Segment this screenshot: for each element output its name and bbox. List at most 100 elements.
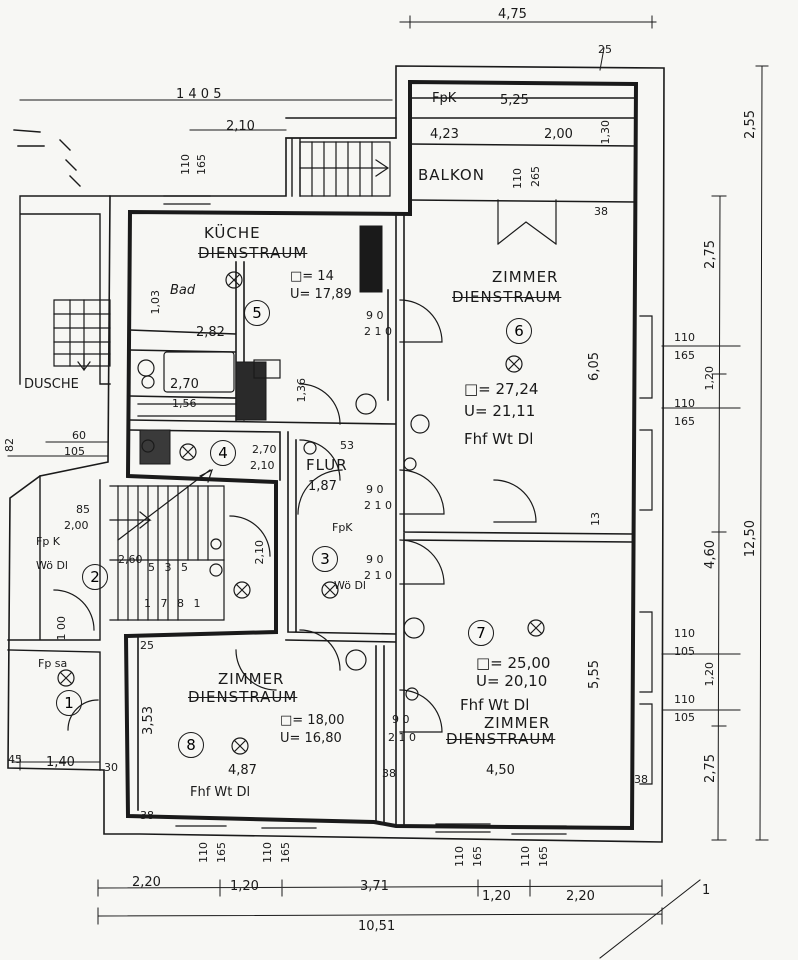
room1-label: Fp sa bbox=[38, 657, 68, 670]
room5-area: □= 14 bbox=[290, 269, 334, 284]
room6-note: Fhf Wt Dl bbox=[464, 430, 534, 448]
dim-140: 1,40 bbox=[46, 755, 75, 770]
dim-90c: 9 0 bbox=[366, 553, 384, 566]
dim-487: 4,87 bbox=[228, 763, 257, 778]
dim-1051: 10,51 bbox=[358, 919, 396, 934]
windows bbox=[163, 195, 653, 835]
room8-name: ZIMMER bbox=[218, 670, 285, 688]
dim-270: 2,70 bbox=[170, 377, 199, 392]
room-number-4: 4 bbox=[210, 440, 236, 466]
dim-165d: 165 bbox=[674, 415, 695, 428]
dim-265: 265 bbox=[529, 166, 542, 187]
interior-walls bbox=[129, 213, 633, 827]
dim-282: 2,82 bbox=[196, 325, 225, 340]
dim-110f: 110 bbox=[674, 693, 695, 706]
stairs-top bbox=[299, 141, 391, 197]
room-number-5: 5 bbox=[244, 300, 270, 326]
dim-105b: 105 bbox=[674, 645, 695, 658]
dimension-lines bbox=[7, 15, 769, 959]
dim-103: 1,03 bbox=[149, 290, 162, 315]
balcony-rail bbox=[409, 97, 637, 203]
thick-outline bbox=[123, 79, 639, 831]
room6-name: ZIMMER bbox=[492, 268, 559, 286]
dim-38a: 38 bbox=[594, 205, 608, 218]
shaft-wall bbox=[19, 195, 111, 385]
dim-605: 6,05 bbox=[587, 352, 602, 381]
dim-220b: 2,20 bbox=[566, 889, 595, 904]
dim-25b: 25 bbox=[140, 639, 154, 652]
dim-210g: 2 1 0 bbox=[388, 731, 416, 744]
dim-555: 5,55 bbox=[587, 660, 602, 689]
dim-110d: 110 bbox=[674, 397, 695, 410]
room-number-6: 6 bbox=[506, 318, 532, 344]
dim-187: 1,87 bbox=[308, 479, 337, 494]
dim-165f: 165 bbox=[279, 842, 292, 863]
room8-struck-name: DIENSTRAUM bbox=[188, 688, 298, 706]
dim-156: 1,56 bbox=[172, 397, 197, 410]
dim-165a: 165 bbox=[195, 154, 208, 175]
room-number-7: 7 bbox=[468, 620, 494, 646]
door-swings bbox=[53, 199, 557, 733]
dim-136: 1,36 bbox=[295, 378, 308, 403]
room2-label2: Wö Dl bbox=[36, 559, 68, 572]
fpk-top-label: FpK bbox=[432, 91, 457, 106]
room2-label: Fp K bbox=[36, 535, 61, 548]
dim-275a: 2,75 bbox=[703, 240, 718, 269]
dim-210f: 2 1 0 bbox=[364, 569, 392, 582]
dim-460: 4,60 bbox=[703, 540, 718, 569]
dim-120c: 1,20 bbox=[230, 879, 259, 894]
dim-120d: 1,20 bbox=[482, 889, 511, 904]
dim-260: 2,60 bbox=[118, 553, 143, 566]
dim-45: 45 bbox=[8, 753, 22, 766]
ceiling-lamps bbox=[57, 271, 545, 755]
upper-walls bbox=[285, 117, 397, 197]
dim-110g: 110 bbox=[197, 842, 210, 863]
dim-423: 4,23 bbox=[430, 127, 459, 142]
stairs-steps-a: 1 7 8 1 bbox=[144, 597, 204, 610]
dim-90d: 9 0 bbox=[392, 713, 410, 726]
room7-name: ZIMMER bbox=[484, 714, 551, 732]
dim-38b: 38 bbox=[382, 767, 396, 780]
room6-struck-name: DIENSTRAUM bbox=[452, 288, 562, 306]
dim-130: 1,30 bbox=[599, 120, 612, 145]
dim-38c: 38 bbox=[634, 773, 648, 786]
dim-105a: 105 bbox=[64, 445, 85, 458]
dim-165g: 165 bbox=[471, 846, 484, 867]
room-number-2: 2 bbox=[82, 564, 108, 590]
stairs-steps-b: 5 3 5 bbox=[148, 561, 191, 574]
room7-area: □= 25,00 bbox=[476, 654, 551, 672]
dim-450: 4,50 bbox=[486, 763, 515, 778]
dim-30: 30 bbox=[104, 761, 118, 774]
dim-110a: 110 bbox=[179, 154, 192, 175]
dim-120a: 1,20 bbox=[703, 366, 716, 391]
wc-hatch bbox=[139, 429, 171, 465]
dim-105c: 105 bbox=[674, 711, 695, 724]
left-wing bbox=[7, 475, 101, 771]
fixtures bbox=[137, 351, 430, 671]
dim-210d: 2 1 0 bbox=[364, 499, 392, 512]
room7-perimeter: U= 20,10 bbox=[476, 672, 548, 690]
dim-405: 1 4 0 5 bbox=[176, 87, 222, 102]
outer-wall bbox=[7, 65, 665, 843]
dim-210b: 2 1 0 bbox=[364, 325, 392, 338]
dim-255: 2,55 bbox=[743, 110, 758, 139]
room5-perimeter: U= 17,89 bbox=[290, 287, 352, 302]
room7-struck-name: DIENSTRAUM bbox=[446, 730, 556, 748]
dim-165e: 165 bbox=[215, 842, 228, 863]
dim-165h: 165 bbox=[537, 846, 550, 867]
room7-note: Fhf Wt Dl bbox=[460, 696, 530, 714]
dim-110c: 110 bbox=[674, 331, 695, 344]
room-number-3: 3 bbox=[312, 546, 338, 572]
dim-210c: 2,10 bbox=[250, 459, 275, 472]
dim-110b: 110 bbox=[511, 168, 524, 189]
dim-165c: 165 bbox=[674, 349, 695, 362]
dim-1250: 12,50 bbox=[743, 520, 758, 558]
dim-110e: 110 bbox=[674, 627, 695, 640]
room3-label2: Wö Dl bbox=[334, 579, 366, 592]
room5-struck-name: DIENSTRAUM bbox=[198, 244, 308, 262]
dim-110h: 110 bbox=[261, 842, 274, 863]
dim-90a: 9 0 bbox=[366, 309, 384, 322]
dim-100: 1 00 bbox=[55, 616, 68, 641]
dim-85: 85 bbox=[76, 503, 90, 516]
